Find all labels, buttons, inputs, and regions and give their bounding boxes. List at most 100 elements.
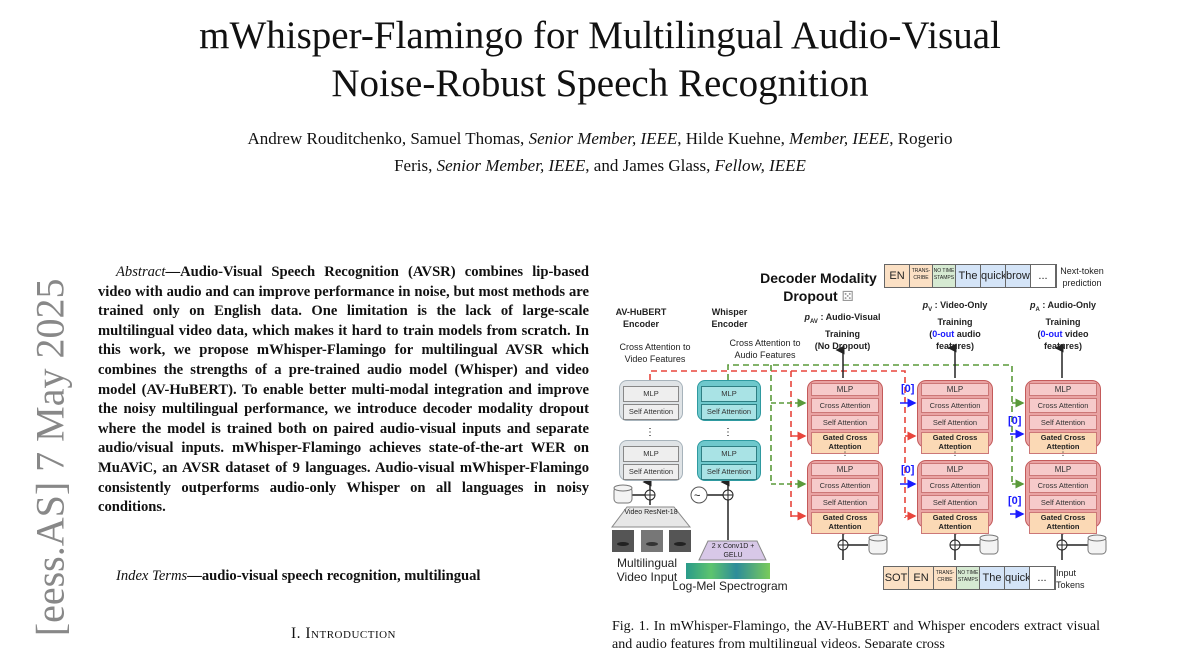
token-cell: The [980,567,1005,589]
paper-title-line-2: Noise-Robust Speech Recognition [331,62,869,105]
gated-cross-attention-block: Gated Cross Attention [921,432,989,454]
self-attention-block: Self Attention [921,415,989,430]
zero-out-tag: [0] [901,464,915,476]
p-v-label: pV : Video-Only Training(0-out audio fea… [922,300,988,351]
decoder-ellipsis-2: ⋮ [950,448,960,458]
token-cell: quick [1005,567,1030,589]
spectrogram-image [686,563,770,579]
lip-images [612,530,691,552]
token-cell: quick [981,265,1006,287]
video-frontend-label: Video ResNet-18 [624,509,678,516]
author-text: Fellow, IEEE [714,156,806,175]
dropout-title: Decoder Modality Dropout ⚄ [760,270,877,304]
zero-out-tag: [0] [1008,495,1022,507]
cross-attention-block: Cross Attention [921,398,989,413]
mlp-block: MLP [811,463,879,476]
mlp-block: MLP [701,446,757,462]
author-text: Feris, [394,156,437,175]
paper-title-line-1: mWhisper-Flamingo for Multilingual Audio… [199,14,1001,57]
audio-frontend-shape [698,540,767,561]
author-text: Senior Member, IEEE [436,156,586,175]
decoder-ellipsis-1: ⋮ [840,448,850,458]
gated-cross-attention-block: Gated Cross Attention [921,512,989,534]
token-cell: NO TIME STAMPS [933,265,956,287]
author-text: , Hilde Kuehne, [677,129,790,148]
zero-out-tag: [0] [1008,415,1022,427]
gated-cross-attention-block: Gated Cross Attention [1029,432,1097,454]
mlp-block: MLP [1029,383,1097,396]
cross-attention-block: Cross Attention [811,398,879,413]
token-cell: ... [1030,567,1055,589]
gated-cross-attention-block: Gated Cross Attention [1029,512,1097,534]
token-cell: EN [885,265,910,287]
mlp-block: MLP [623,386,679,402]
author-text: , and James Glass, [585,156,715,175]
video-frontend-shape [611,506,692,528]
next-token-label: Next-token prediction [1060,266,1104,288]
self-attention-block: Self Attention [811,415,879,430]
index-terms-label: Index Terms [116,568,188,584]
abstract: Abstract—Audio-Visual Speech Recognition… [98,263,589,518]
token-cell: The [956,265,981,287]
mlp-block: MLP [623,446,679,462]
self-attention-block: Self Attention [701,464,757,480]
audio-frontend-label: 2 x Conv1D + GELU [711,543,755,559]
self-attention-block: Self Attention [1029,495,1097,510]
token-cell: SOT [884,567,909,589]
author-text: Member, IEEE [789,129,890,148]
cross-attention-block: Cross Attention [811,478,879,493]
token-cell: TRANS-CRIBE [910,265,933,287]
token-cell: NO TIME STAMPS [957,567,980,589]
figure-caption: Fig. 1. In mWhisper-Flamingo, the AV-HuB… [612,619,1100,648]
mlp-block: MLP [1029,463,1097,476]
abstract-text: —Audio-Visual Speech Recognition (AVSR) … [98,264,589,516]
xattn-video-label: Cross Attention to Video Features [619,342,691,364]
av-hubert-encoder-label: AV-HuBERT Encoder [615,307,667,329]
token-cell: EN [909,567,934,589]
whisper-layer: MLP Self Attention [697,440,761,481]
self-attention-block: Self Attention [1029,415,1097,430]
self-attention-block: Self Attention [623,464,679,480]
mlp-block: MLP [921,463,989,476]
self-attention-block: Self Attention [623,404,679,420]
gated-cross-attention-block: Gated Cross Attention [811,432,879,454]
sinusoid-icon [690,486,708,504]
whisper-encoder-label: Whisper Encoder [711,307,748,329]
dice-icon: ⚄ [841,288,854,304]
token-cell: ... [1031,265,1056,287]
spectrogram-label: Log-Mel Spectrogram [672,579,788,593]
red-video-line [649,370,906,518]
video-input-label: Multilingual Video Input [616,556,678,584]
av-hubert-layer: MLP Self Attention [619,440,683,481]
decoder-ellipsis-3: ⋮ [1058,448,1068,458]
cross-attention-block: Cross Attention [1029,398,1097,413]
mlp-block: MLP [921,383,989,396]
zero-out-tag: [0] [901,383,915,395]
p-av-label: pAV : Audio-Visual Training(No Dropout) [804,312,881,351]
section-heading: I. Introduction [290,625,396,642]
gated-cross-attention-block: Gated Cross Attention [811,512,879,534]
author-text: Senior Member, IEEE [528,129,678,148]
mlp-block: MLP [811,383,879,396]
p-a-label: pA : Audio-Only Training(0-out video fea… [1029,300,1097,351]
input-tokens-label: Input Tokens [1056,568,1085,590]
abstract-label: Abstract [116,264,166,280]
positional-embedding-icons [613,484,1107,555]
cross-attention-block: Cross Attention [1029,478,1097,493]
authors-line-1: Andrew Rouditchenko, Samuel Thomas, Seni… [0,125,1200,152]
authors-line-2: Feris, Senior Member, IEEE, and James Gl… [0,152,1200,179]
self-attention-block: Self Attention [811,495,879,510]
self-attention-block: Self Attention [921,495,989,510]
index-terms: Index Terms—audio-visual speech recognit… [98,568,589,585]
author-text: Andrew Rouditchenko, Samuel Thomas, [247,129,529,148]
index-terms-text: —audio-visual speech recognition, multil… [187,568,481,584]
av-hubert-layer: MLP Self Attention [619,380,683,421]
